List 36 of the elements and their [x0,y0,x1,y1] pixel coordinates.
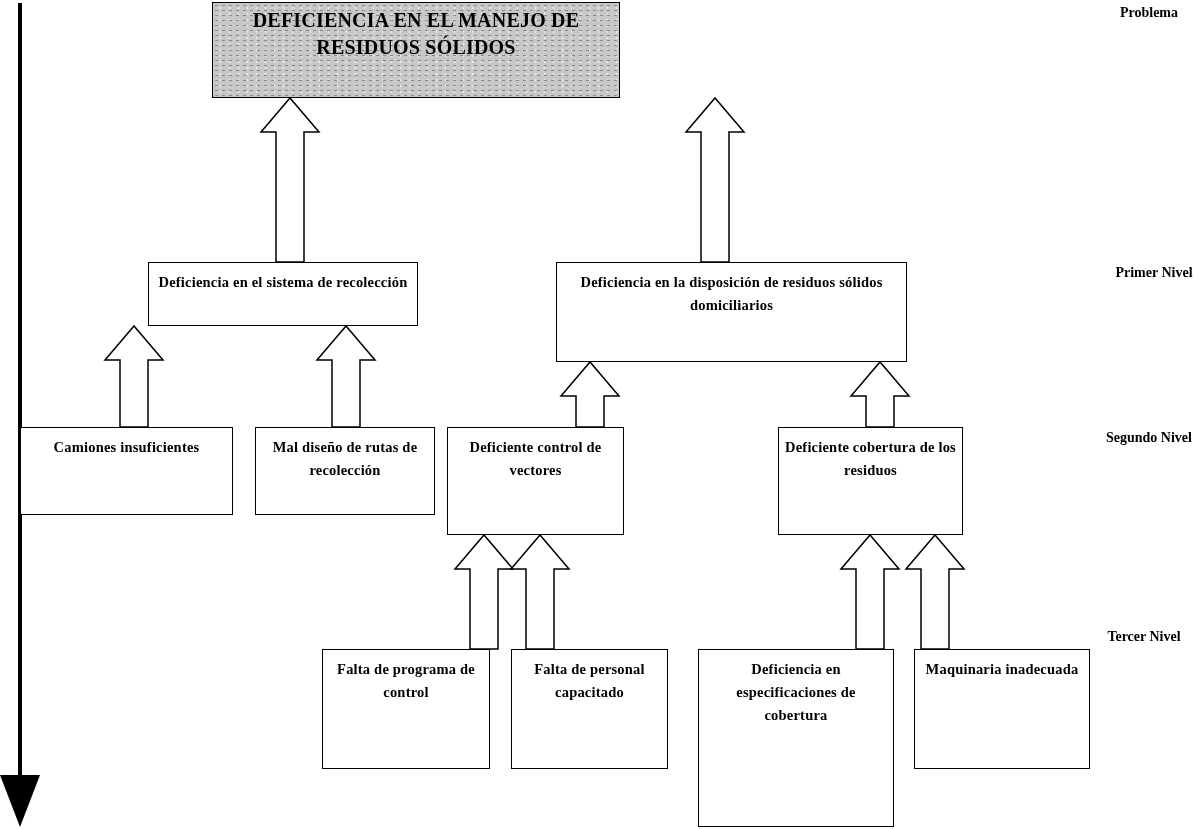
cause-text: Mal diseño de rutas de recolección [271,438,419,481]
cause-text: Deficiente control de vectores [468,438,603,481]
block-arrow [839,533,901,650]
block-arrow [315,324,377,428]
cause-box [148,262,418,326]
block-arrow [259,96,321,263]
level-label: Problema [1118,4,1180,22]
cause-text: Deficiencia en el sistema de recolección [158,273,408,292]
cause-box [255,427,435,515]
cause-text: Maquinaria inadecuada [925,660,1079,679]
block-arrow [559,360,621,428]
block-arrow [904,533,966,650]
block-arrow [684,96,746,263]
level-label: Segundo Nivel [1105,429,1193,447]
block-arrow [103,324,165,428]
cause-text: Deficiencia en especificaciones de cobertura [735,660,857,726]
level-label: Tercer Nivel [1106,628,1182,646]
cause-text: Falta de programa de control [336,660,476,703]
cause-box [556,262,907,362]
cause-text: Camiones insuficientes [53,438,200,457]
cause-box [447,427,624,535]
block-arrow [849,360,911,428]
cause-box [778,427,963,535]
cause-box [914,649,1090,769]
cause-box [698,649,894,827]
cause-text: Deficiencia en la disposición de residuos sólidos domiciliarios [579,273,884,316]
block-arrow [453,533,515,650]
problem-box [212,2,620,98]
cause-box [322,649,490,769]
block-arrow [509,533,571,650]
cause-box [511,649,668,769]
cause-box [20,427,233,515]
cause-text: Deficiente cobertura de los residuos [785,438,956,481]
cause-text: Falta de personal capacitado [533,660,646,703]
level-label: Primer Nivel [1114,264,1194,282]
problem-title: DEFICIENCIA EN EL MANEJO DE RESIDUOS SÓLIDOS [251,8,581,60]
